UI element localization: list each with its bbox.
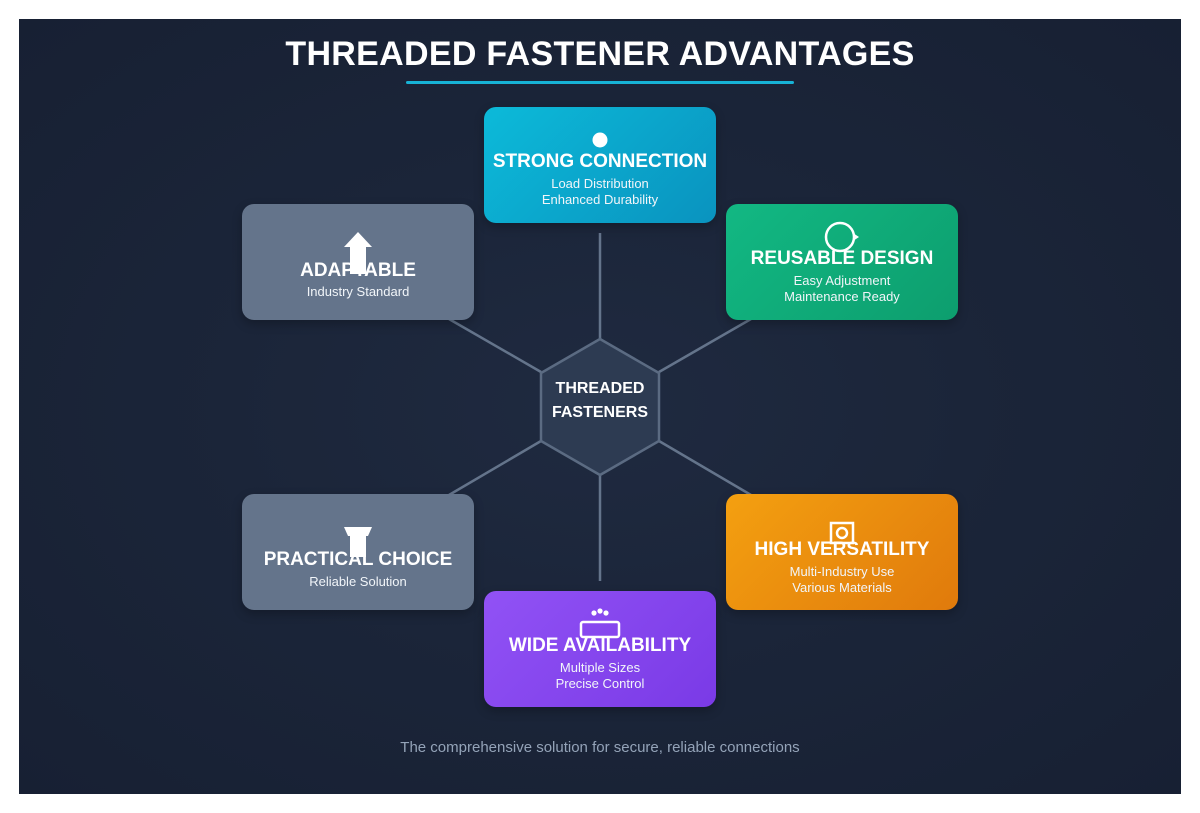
card-subtitle: Multi-Industry Use bbox=[789, 564, 895, 579]
connector-practical bbox=[448, 439, 542, 497]
card-strong-connection: STRONG CONNECTION Load Distribution Enha… bbox=[484, 107, 716, 223]
connector-versatility bbox=[658, 439, 752, 497]
connector-lines bbox=[448, 233, 752, 581]
footer-caption: The comprehensive solution for secure, r… bbox=[400, 739, 800, 756]
center-label-line1: THREADED bbox=[555, 380, 645, 397]
card-subtitle: Reliable Solution bbox=[309, 574, 407, 589]
center-label-line2: FASTENERS bbox=[551, 404, 648, 421]
title-underline bbox=[406, 81, 794, 84]
card-subtitle: Maintenance Ready bbox=[784, 289, 900, 304]
card-reusable-design: REUSABLE DESIGN Easy Adjustment Maintena… bbox=[726, 204, 958, 320]
card-subtitle: Easy Adjustment bbox=[793, 273, 891, 288]
card-title: STRONG CONNECTION bbox=[492, 151, 708, 172]
center-hexagon bbox=[539, 337, 661, 477]
card-title: WIDE AVAILABILITY bbox=[508, 635, 692, 656]
card-subtitle: Enhanced Durability bbox=[541, 192, 659, 207]
card-subtitle: Precise Control bbox=[555, 676, 645, 691]
diagram-title: THREADED FASTENER ADVANTAGES bbox=[285, 35, 915, 73]
card-title: HIGH VERSATILITY bbox=[754, 539, 930, 560]
connector-adaptable bbox=[448, 317, 542, 374]
card-practical-choice: PRACTICAL CHOICE Reliable Solution bbox=[242, 494, 474, 610]
center-label: THREADED FASTENERS bbox=[541, 377, 659, 425]
card-subtitle: Multiple Sizes bbox=[559, 660, 641, 675]
nut-icon bbox=[726, 521, 958, 561]
card-wide-availability: WIDE AVAILABILITY Multiple Sizes Precise… bbox=[484, 591, 716, 707]
circle-icon bbox=[484, 130, 716, 170]
screw-icon bbox=[242, 527, 474, 567]
card-title: REUSABLE DESIGN bbox=[750, 248, 934, 269]
card-title: PRACTICAL CHOICE bbox=[263, 549, 453, 570]
card-subtitle: Various Materials bbox=[792, 580, 892, 595]
toolbox-icon bbox=[484, 607, 716, 647]
card-adaptable: ADAPTABLE Industry Standard bbox=[242, 204, 474, 320]
refresh-icon bbox=[726, 220, 958, 260]
card-subtitle: Load Distribution bbox=[551, 176, 649, 191]
connector-reusable bbox=[658, 317, 752, 374]
card-subtitle: Industry Standard bbox=[306, 284, 410, 299]
diagram-canvas: THREADED FASTENER ADVANTAGES THREADED FA… bbox=[19, 19, 1181, 794]
arrow-up-icon bbox=[242, 232, 474, 274]
card-high-versatility: HIGH VERSATILITY Multi-Industry Use Vari… bbox=[726, 494, 958, 610]
